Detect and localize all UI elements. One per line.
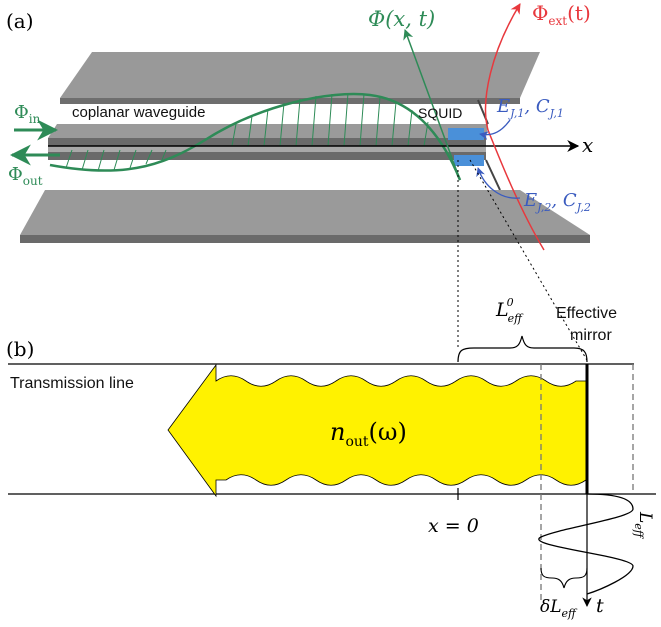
squid-junction-1 <box>448 128 484 140</box>
phi-ext-arrow <box>484 3 545 251</box>
effective-label: Effective <box>556 305 617 322</box>
zoom-line-right <box>469 159 589 363</box>
phi-in-label: Φin <box>14 102 41 126</box>
ground-plane-bottom <box>20 190 590 243</box>
ej1-cj1-label: EJ,1, CJ,1 <box>496 96 564 120</box>
mirror-oscillation <box>538 493 634 595</box>
phi-ext-label: Φext(t) <box>532 1 591 28</box>
n-out-label: nout(ω) <box>330 418 407 450</box>
tline-label: Transmission line <box>10 375 134 392</box>
center-conductor <box>48 124 488 160</box>
ground-plane-top <box>60 52 540 104</box>
dleff-label: δLeff <box>540 597 578 620</box>
squid-junction-2 <box>454 155 484 166</box>
phi-xt-label: Φ(x, t) <box>368 7 435 31</box>
flux-wave <box>49 92 462 181</box>
waveguide-label: coplanar waveguide <box>72 104 205 121</box>
phi-out-label: Φout <box>8 164 43 188</box>
time-axis-label: t <box>596 595 604 617</box>
x-zero-label: x = 0 <box>428 515 479 537</box>
ej2-cj2-label: EJ,2, CJ,2 <box>523 190 591 214</box>
ej2-pointer <box>476 167 521 199</box>
phi-xt-arrow <box>403 29 461 181</box>
squid-label: SQUID <box>418 105 462 121</box>
leff-axis-label: Leff <box>632 511 655 540</box>
panel-a-label: (a) <box>6 9 34 33</box>
panel-b-label: (b) <box>6 337 34 361</box>
ej1-pointer <box>479 119 511 141</box>
dleff-brace <box>540 567 588 589</box>
leff0-brace <box>457 335 588 363</box>
x-axis-label: x <box>582 133 593 157</box>
mirror-label: mirror <box>570 327 612 344</box>
